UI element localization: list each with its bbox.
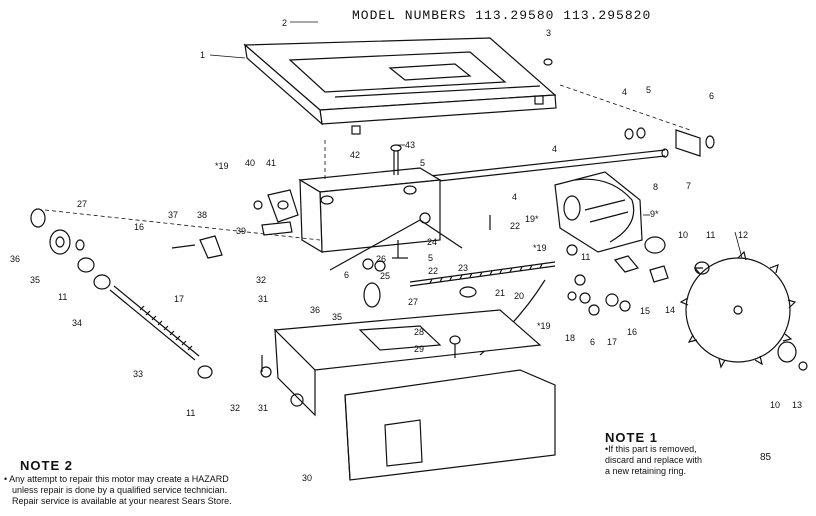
- label-38: 38: [197, 210, 207, 220]
- label-22b: 22: [428, 266, 438, 276]
- motor-housing: [554, 171, 643, 253]
- label-42: 42: [350, 150, 360, 160]
- label-36a: 36: [10, 254, 20, 264]
- label-6b: 6: [344, 270, 349, 280]
- label-28: 28: [414, 327, 424, 337]
- note-2-line: unless repair is done by a qualified ser…: [12, 485, 228, 495]
- note-1-line: discard and replace with: [605, 455, 703, 465]
- label-31b: 31: [258, 403, 268, 413]
- label-25: 25: [380, 271, 390, 281]
- label-11c: 11: [581, 252, 590, 262]
- label-41: 41: [266, 158, 276, 168]
- label-17b: 17: [607, 337, 617, 347]
- label-11d: 11: [186, 408, 195, 418]
- fasteners-top-right: [543, 58, 715, 157]
- label-11b: 11: [58, 292, 67, 302]
- label-13: 13: [792, 400, 802, 410]
- base-frame: [260, 309, 556, 481]
- note-1-text: •If this part is removed, discard and re…: [605, 444, 702, 477]
- label-6c: 6: [590, 337, 595, 347]
- label-35a: 35: [30, 275, 40, 285]
- label-20: 20: [514, 291, 524, 301]
- arbor-parts: [566, 236, 710, 316]
- note-1-line: •If this part is removed,: [605, 444, 697, 454]
- label-7: 7: [686, 181, 691, 191]
- label-5: 5: [646, 85, 651, 95]
- label-19c: *19: [533, 243, 547, 253]
- label-31a: 31: [258, 294, 268, 304]
- label-10b: 10: [770, 400, 780, 410]
- leader-lines: [209, 21, 743, 259]
- label-36b: 36: [310, 305, 320, 315]
- label-4: 4: [622, 87, 627, 97]
- note-2-text: • Any attempt to repair this motor may c…: [4, 474, 232, 507]
- part-labels: 1 2 3 4 5 6 7 8 43 42 5 4 4 *19 40 41 9*…: [10, 18, 802, 483]
- label-19b: 19*: [525, 214, 539, 224]
- model-numbers-header: MODEL NUMBERS 113.29580 113.295820: [352, 8, 652, 23]
- trunnion-block: [298, 140, 442, 254]
- label-4b: 4: [552, 144, 557, 154]
- label-3: 3: [546, 28, 551, 38]
- label-8: 8: [653, 182, 658, 192]
- label-27b: 27: [408, 297, 418, 307]
- label-16a: 16: [134, 222, 144, 232]
- label-14: 14: [665, 305, 675, 315]
- label-30: 30: [302, 473, 312, 483]
- label-39: 39: [236, 226, 246, 236]
- shaft-rod: [429, 148, 669, 183]
- label-10a: 10: [678, 230, 688, 240]
- label-33: 33: [133, 369, 143, 379]
- note-1-title: NOTE 1: [605, 430, 658, 445]
- brackets-left: [171, 189, 299, 259]
- label-15: 15: [640, 306, 650, 316]
- label-37: 37: [168, 210, 178, 220]
- note-1-line: a new retaining ring.: [605, 466, 687, 476]
- label-40: 40: [245, 158, 255, 168]
- saw-blade: [679, 250, 808, 371]
- label-17a: 17: [174, 294, 184, 304]
- note-2-title: NOTE 2: [20, 458, 73, 473]
- table-top: [243, 37, 557, 135]
- label-1: 1: [200, 50, 205, 60]
- label-19d: *19: [537, 321, 551, 331]
- label-32a: 32: [256, 275, 266, 285]
- note-2-line: Repair service is available at your near…: [12, 496, 232, 506]
- label-18: 18: [565, 333, 575, 343]
- label-11a: 11: [706, 230, 715, 240]
- label-27a: 27: [77, 199, 87, 209]
- label-34: 34: [72, 318, 82, 328]
- lead-screw: [109, 285, 213, 379]
- label-26: 26: [376, 254, 386, 264]
- label-6: 6: [709, 91, 714, 101]
- label-5b: 5: [420, 158, 425, 168]
- note-2-line: • Any attempt to repair this motor may c…: [4, 474, 229, 484]
- label-12: 12: [738, 230, 748, 240]
- label-29: 29: [414, 344, 424, 354]
- label-19a: *19: [215, 161, 229, 171]
- label-32b: 32: [230, 403, 240, 413]
- label-2: 2: [282, 18, 287, 28]
- label-21: 21: [495, 288, 505, 298]
- label-9: 9*: [650, 209, 659, 219]
- gear-assembly-left: [30, 208, 321, 290]
- label-16b: 16: [627, 327, 637, 337]
- label-43: 43: [405, 140, 415, 150]
- label-24: 24: [427, 237, 437, 247]
- label-5c: 5: [428, 253, 433, 263]
- label-22a: 22: [510, 221, 520, 231]
- label-23: 23: [458, 263, 468, 273]
- label-4c: 4: [512, 192, 517, 202]
- label-35b: 35: [332, 312, 342, 322]
- page-reference: 85: [760, 452, 772, 463]
